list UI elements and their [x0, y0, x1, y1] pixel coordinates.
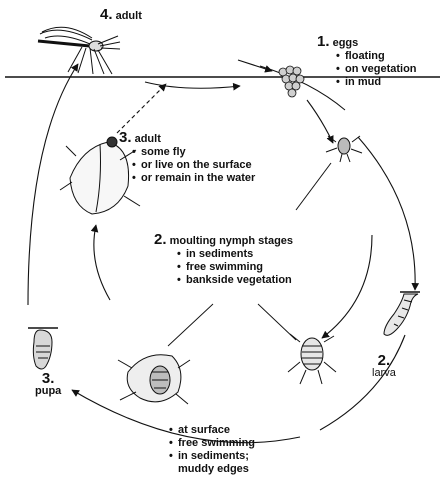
nymph-item: in sediments: [180, 248, 293, 261]
winged-nymph-illustration: [118, 355, 190, 404]
pupa-habitat-label: at surface free swimming in sediments; m…: [172, 424, 255, 476]
arrow-adult-top-to-surface: [145, 82, 240, 88]
arrow-surface-to-eggs: [238, 60, 272, 71]
adult-mid-item: or remain in the water: [135, 172, 255, 185]
stage-pupa-label: 3. pupa: [35, 372, 61, 398]
stage-adult-mid-label: 3. adult some fly or live on the surface…: [119, 131, 255, 185]
arrow-inner-left: [94, 225, 110, 300]
stage-eggs-number: 1.: [317, 33, 330, 50]
arrow-outer-to-nymph-bottom: [320, 335, 405, 430]
larva-illustration: [384, 292, 420, 335]
stage-eggs-label: 1. eggs floating on vegetation in mud: [317, 35, 417, 89]
eggs-item: floating: [339, 50, 417, 63]
stage-adult-top-title: adult: [116, 10, 142, 22]
stage-nymph-label: 2. moulting nymph stages in sediments fr…: [154, 233, 293, 287]
eggs-item: in mud: [339, 76, 417, 89]
line-center-to-pupa: [168, 304, 213, 346]
stage-nymph-number: 2.: [154, 231, 167, 248]
pupa-habitat-item: free swimming: [172, 437, 255, 450]
egg-cluster-illustration: [279, 66, 304, 97]
nymph-item: free swimming: [180, 261, 293, 274]
stage-adult-top-number: 4.: [100, 6, 113, 23]
pupa-habitat-item: in sediments;: [172, 450, 255, 463]
stage-larva-number: 2.: [372, 354, 396, 367]
arrow-inner-right: [322, 235, 372, 338]
arrow-dashed-adult-mid: [117, 84, 166, 133]
round-nymph-illustration: [288, 334, 336, 384]
adult-mid-item: or live on the surface: [135, 159, 255, 172]
pupa-habitat-item: at surface: [172, 424, 255, 437]
stage-adult-top-label: 4. adult: [100, 8, 142, 23]
line-nymph-to-center: [296, 163, 331, 210]
stage-larva-label: 2. larva: [372, 354, 396, 380]
nymph-item: bankside vegetation: [180, 274, 293, 287]
stage-pupa-title: pupa: [35, 385, 61, 398]
stage-eggs-title: eggs: [333, 37, 359, 49]
stage-larva-title: larva: [372, 367, 396, 380]
stage-adult-mid-title: adult: [135, 133, 161, 145]
eggs-item: on vegetation: [339, 63, 417, 76]
arrow-nymph-to-larva: [358, 137, 415, 290]
stage-pupa-number: 3.: [35, 372, 61, 385]
stage-nymph-title: moulting nymph stages: [170, 235, 293, 247]
pupa-illustration: [28, 328, 58, 369]
pupa-habitat-continuation: muddy edges: [172, 463, 255, 476]
adult-mid-item: some fly: [135, 146, 255, 159]
adult-mosquito-illustration: [38, 27, 120, 74]
stage-adult-mid-number: 3.: [119, 129, 132, 146]
